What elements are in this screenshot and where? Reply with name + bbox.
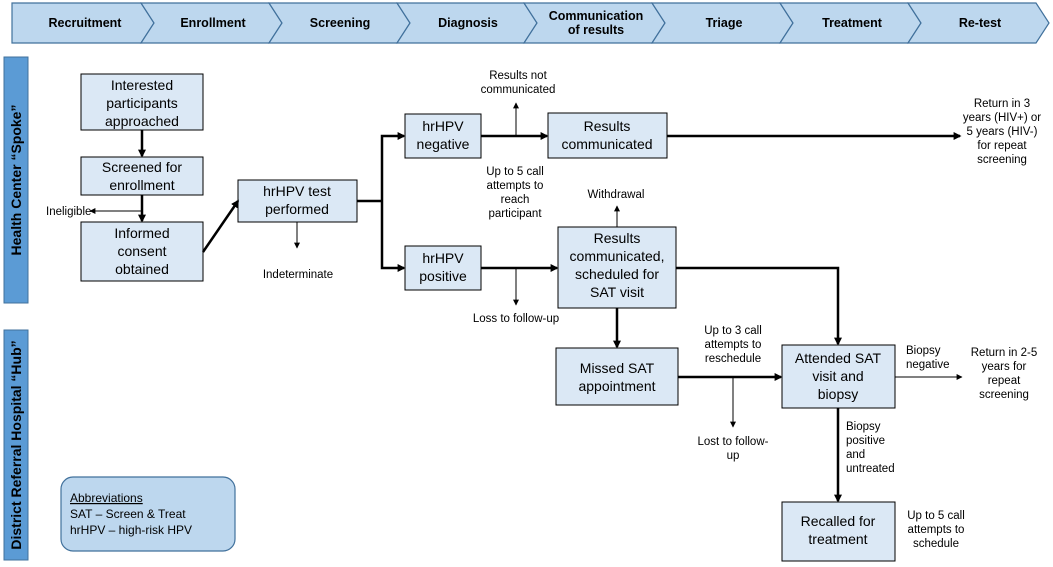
note-indeterminate: Indeterminate: [263, 269, 333, 281]
hub-sidebar: [3, 329, 29, 561]
box-attended-sat: [781, 344, 896, 409]
note-withdrawal: Withdrawal: [588, 189, 645, 201]
abbreviations-legend: Abbreviations SAT – Screen & Treat hrHPV…: [60, 476, 236, 552]
phase-bar: Recruitment Enrollment Screening Diagnos…: [11, 2, 1050, 44]
arrow-consent-test: [201, 199, 240, 253]
hub-sidebar-label: District Referral Hospital “Hub”: [8, 340, 24, 549]
box-recalled: [781, 501, 896, 562]
note-ineligible: Ineligible: [46, 206, 91, 218]
arrow-to-positive: [380, 201, 406, 273]
phase-label-retest: Re-test: [959, 16, 1002, 30]
abbreviations-heading: Abbreviations: [70, 491, 143, 505]
phase-label-treatment: Treatment: [822, 16, 883, 30]
phase-label-diagnosis: Diagnosis: [438, 16, 498, 30]
phase-label-recruitment: Recruitment: [49, 16, 123, 30]
phase-label-triage: Triage: [706, 16, 743, 30]
note-lost-followup: Lost to follow-up: [698, 436, 769, 462]
phase-label-enrollment: Enrollment: [180, 16, 246, 30]
arrow-to-negative: [380, 131, 406, 201]
abbreviations-box: [60, 476, 236, 552]
box-missed-sat: [555, 347, 679, 406]
box-negative: [404, 113, 482, 159]
box-approached: [80, 73, 204, 131]
box-screened: [80, 156, 204, 196]
thin-connectors: [89, 102, 963, 428]
spoke-sidebar-label: Health Center “Spoke”: [8, 105, 24, 256]
abbreviation-hrhpv: hrHPV – high-risk HPV: [70, 523, 192, 537]
abbreviation-sat: SAT – Screen & Treat: [70, 507, 186, 521]
box-hrhpv-test: [237, 179, 358, 223]
phase-retest: [906, 2, 1050, 44]
phase-label-screening: Screening: [310, 16, 370, 30]
thick-connectors: [137, 130, 962, 503]
note-loss-followup: Loss to follow-up: [473, 313, 559, 325]
spoke-sidebar: [3, 56, 29, 304]
box-consent: [80, 221, 204, 282]
arrow-scheduled-attended: [676, 266, 843, 346]
box-results-communicated: [547, 112, 668, 159]
